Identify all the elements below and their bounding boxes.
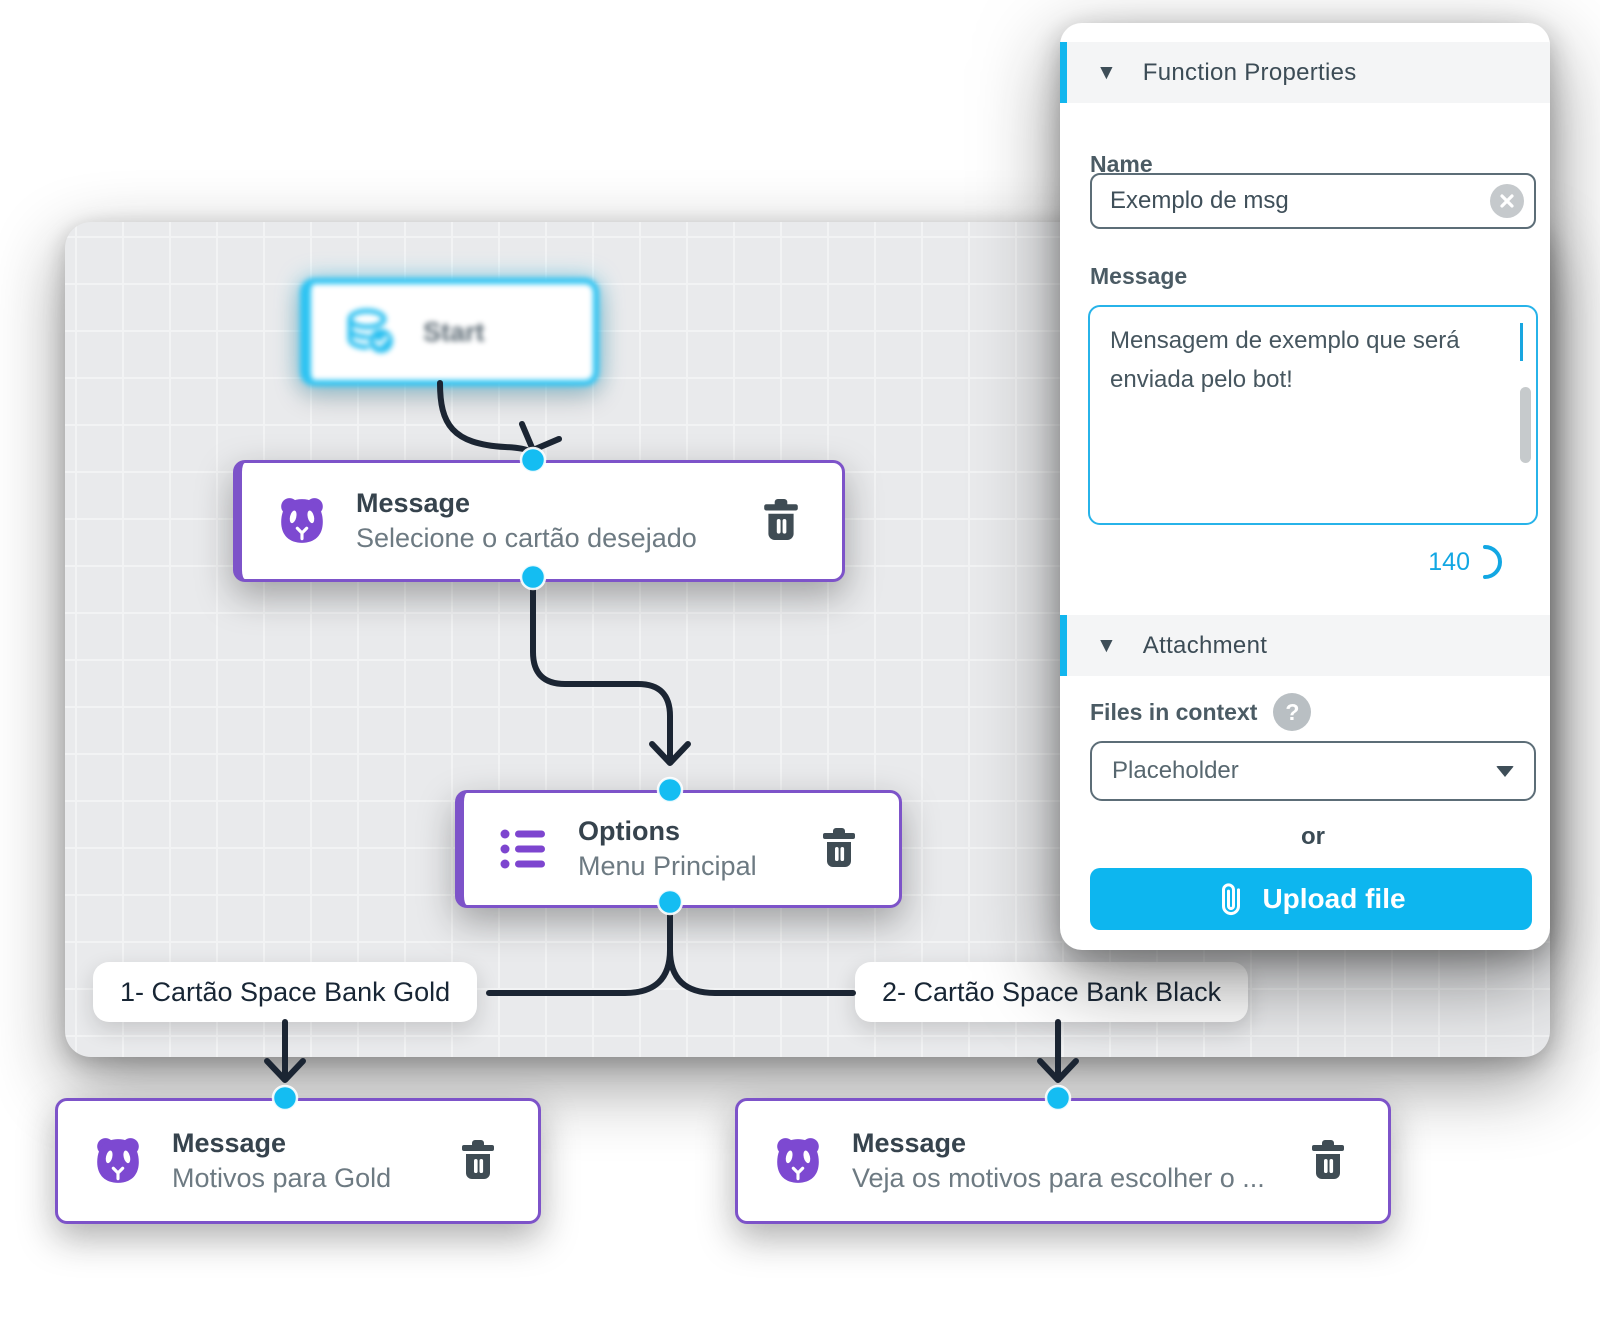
- section-title: Function Properties: [1142, 58, 1357, 86]
- delete-node-icon[interactable]: [762, 498, 800, 544]
- branch-label-text: 2- Cartão Space Bank Black: [882, 976, 1222, 1007]
- bot-hippo-icon: [276, 495, 328, 547]
- arrowhead-icon: [264, 1058, 306, 1083]
- name-input[interactable]: [1090, 173, 1536, 229]
- node-title: Message: [852, 1128, 967, 1158]
- node-subtitle: Veja os motivos para escolher o ...: [852, 1163, 1265, 1193]
- node-subtitle: Motivos para Gold: [172, 1163, 392, 1193]
- upload-file-button[interactable]: Upload file: [1090, 868, 1532, 930]
- branch-label-text: 1- Cartão Space Bank Gold: [120, 976, 451, 1007]
- delete-node-icon[interactable]: [460, 1139, 496, 1183]
- chevron-down-icon: [1496, 765, 1514, 777]
- delete-node-icon[interactable]: [1310, 1139, 1346, 1183]
- branch-label-gold[interactable]: 1- Cartão Space Bank Gold: [93, 962, 478, 1022]
- paperclip-icon: [1210, 878, 1252, 920]
- text-cursor: [1520, 323, 1523, 361]
- chevron-down-icon[interactable]: ▼: [1096, 61, 1117, 84]
- node-title: Message: [172, 1128, 287, 1158]
- node-subtitle: Selecione o cartão desejado: [356, 523, 697, 553]
- bot-hippo-icon: [92, 1135, 144, 1187]
- bot-hippo-icon: [772, 1135, 824, 1187]
- section-accent-bar: [1060, 42, 1067, 103]
- or-separator: or: [1301, 823, 1325, 850]
- node-title: Options: [578, 816, 680, 846]
- name-label: Name: [1090, 151, 1153, 177]
- section-header-attachment[interactable]: ▼ Attachment: [1060, 615, 1550, 676]
- message-label: Message: [1090, 263, 1188, 289]
- upload-file-label: Upload file: [1262, 883, 1406, 914]
- chevron-down-icon[interactable]: ▼: [1096, 634, 1117, 657]
- select-value: Placeholder: [1112, 757, 1239, 784]
- arrowhead-icon: [1037, 1058, 1079, 1083]
- start-node-label: Start: [423, 316, 485, 347]
- delete-node-icon[interactable]: [821, 827, 857, 871]
- node-subtitle: Menu Principal: [578, 851, 757, 881]
- flow-node-message-1[interactable]: Message Selecione o cartão desejado: [233, 460, 845, 582]
- flow-node-options[interactable]: Options Menu Principal: [455, 790, 902, 908]
- flow-node-message-gold[interactable]: Message Motivos para Gold: [55, 1098, 541, 1224]
- clear-name-icon[interactable]: [1490, 184, 1524, 218]
- scrollbar-thumb[interactable]: [1520, 387, 1531, 463]
- emoji-crescent-icon[interactable]: [1482, 545, 1502, 579]
- char-counter: 140: [1428, 547, 1470, 576]
- section-header-function-properties[interactable]: ▼ Function Properties: [1060, 42, 1550, 103]
- flow-node-start[interactable]: Start: [300, 278, 599, 386]
- files-select[interactable]: Placeholder: [1090, 741, 1536, 801]
- files-in-context-label: Files in context: [1090, 698, 1258, 725]
- message-text: Mensagem de exemplo que será enviada pel…: [1110, 327, 1467, 393]
- section-accent-bar: [1060, 615, 1067, 676]
- options-list-icon: [498, 825, 550, 873]
- start-coins-icon: [345, 308, 397, 356]
- help-icon[interactable]: ?: [1273, 693, 1312, 731]
- message-textarea[interactable]: Mensagem de exemplo que será enviada pel…: [1088, 305, 1538, 525]
- section-title: Attachment: [1142, 631, 1268, 659]
- flow-node-message-black[interactable]: Message Veja os motivos para escolher o …: [735, 1098, 1391, 1224]
- properties-panel: ▼ Function Properties Name Message Mensa…: [1060, 23, 1550, 950]
- node-title: Message: [356, 488, 471, 518]
- branch-label-black[interactable]: 2- Cartão Space Bank Black: [855, 962, 1249, 1022]
